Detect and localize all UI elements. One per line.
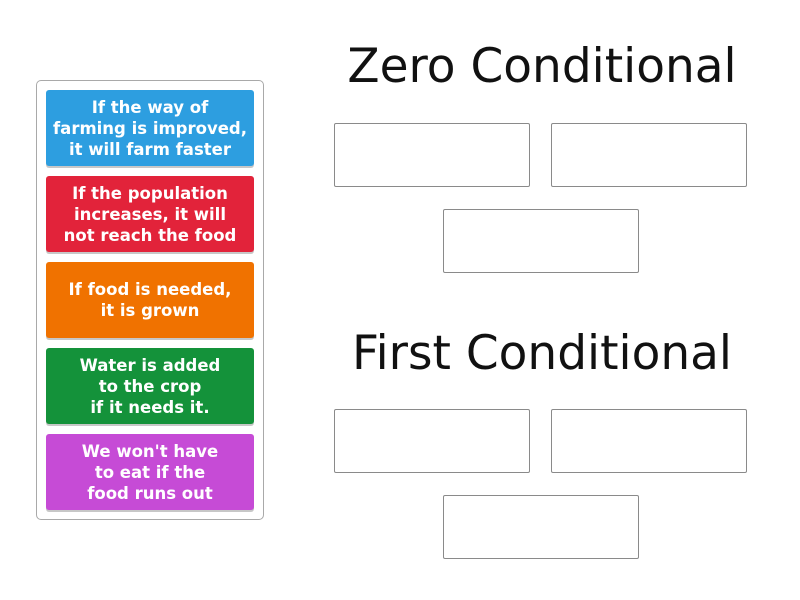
zero-conditional-slot-1[interactable] — [334, 123, 530, 187]
answer-card-3[interactable]: If food is needed, it is grown — [46, 262, 254, 338]
first-conditional-slot-3[interactable] — [443, 495, 639, 559]
first-conditional-slot-1[interactable] — [334, 409, 530, 473]
zero-conditional-slot-2[interactable] — [551, 123, 747, 187]
first-conditional-heading: First Conditional — [352, 326, 732, 381]
card-bank: If the way of farming is improved, it wi… — [36, 80, 264, 520]
answer-card-2[interactable]: If the population increases, it will not… — [46, 176, 254, 252]
zero-conditional-heading: Zero Conditional — [347, 39, 737, 94]
answer-card-4[interactable]: Water is added to the crop if it needs i… — [46, 348, 254, 424]
answer-card-5[interactable]: We won't have to eat if the food runs ou… — [46, 434, 254, 510]
answer-card-1[interactable]: If the way of farming is improved, it wi… — [46, 90, 254, 166]
first-conditional-slot-2[interactable] — [551, 409, 747, 473]
zero-conditional-slot-3[interactable] — [443, 209, 639, 273]
